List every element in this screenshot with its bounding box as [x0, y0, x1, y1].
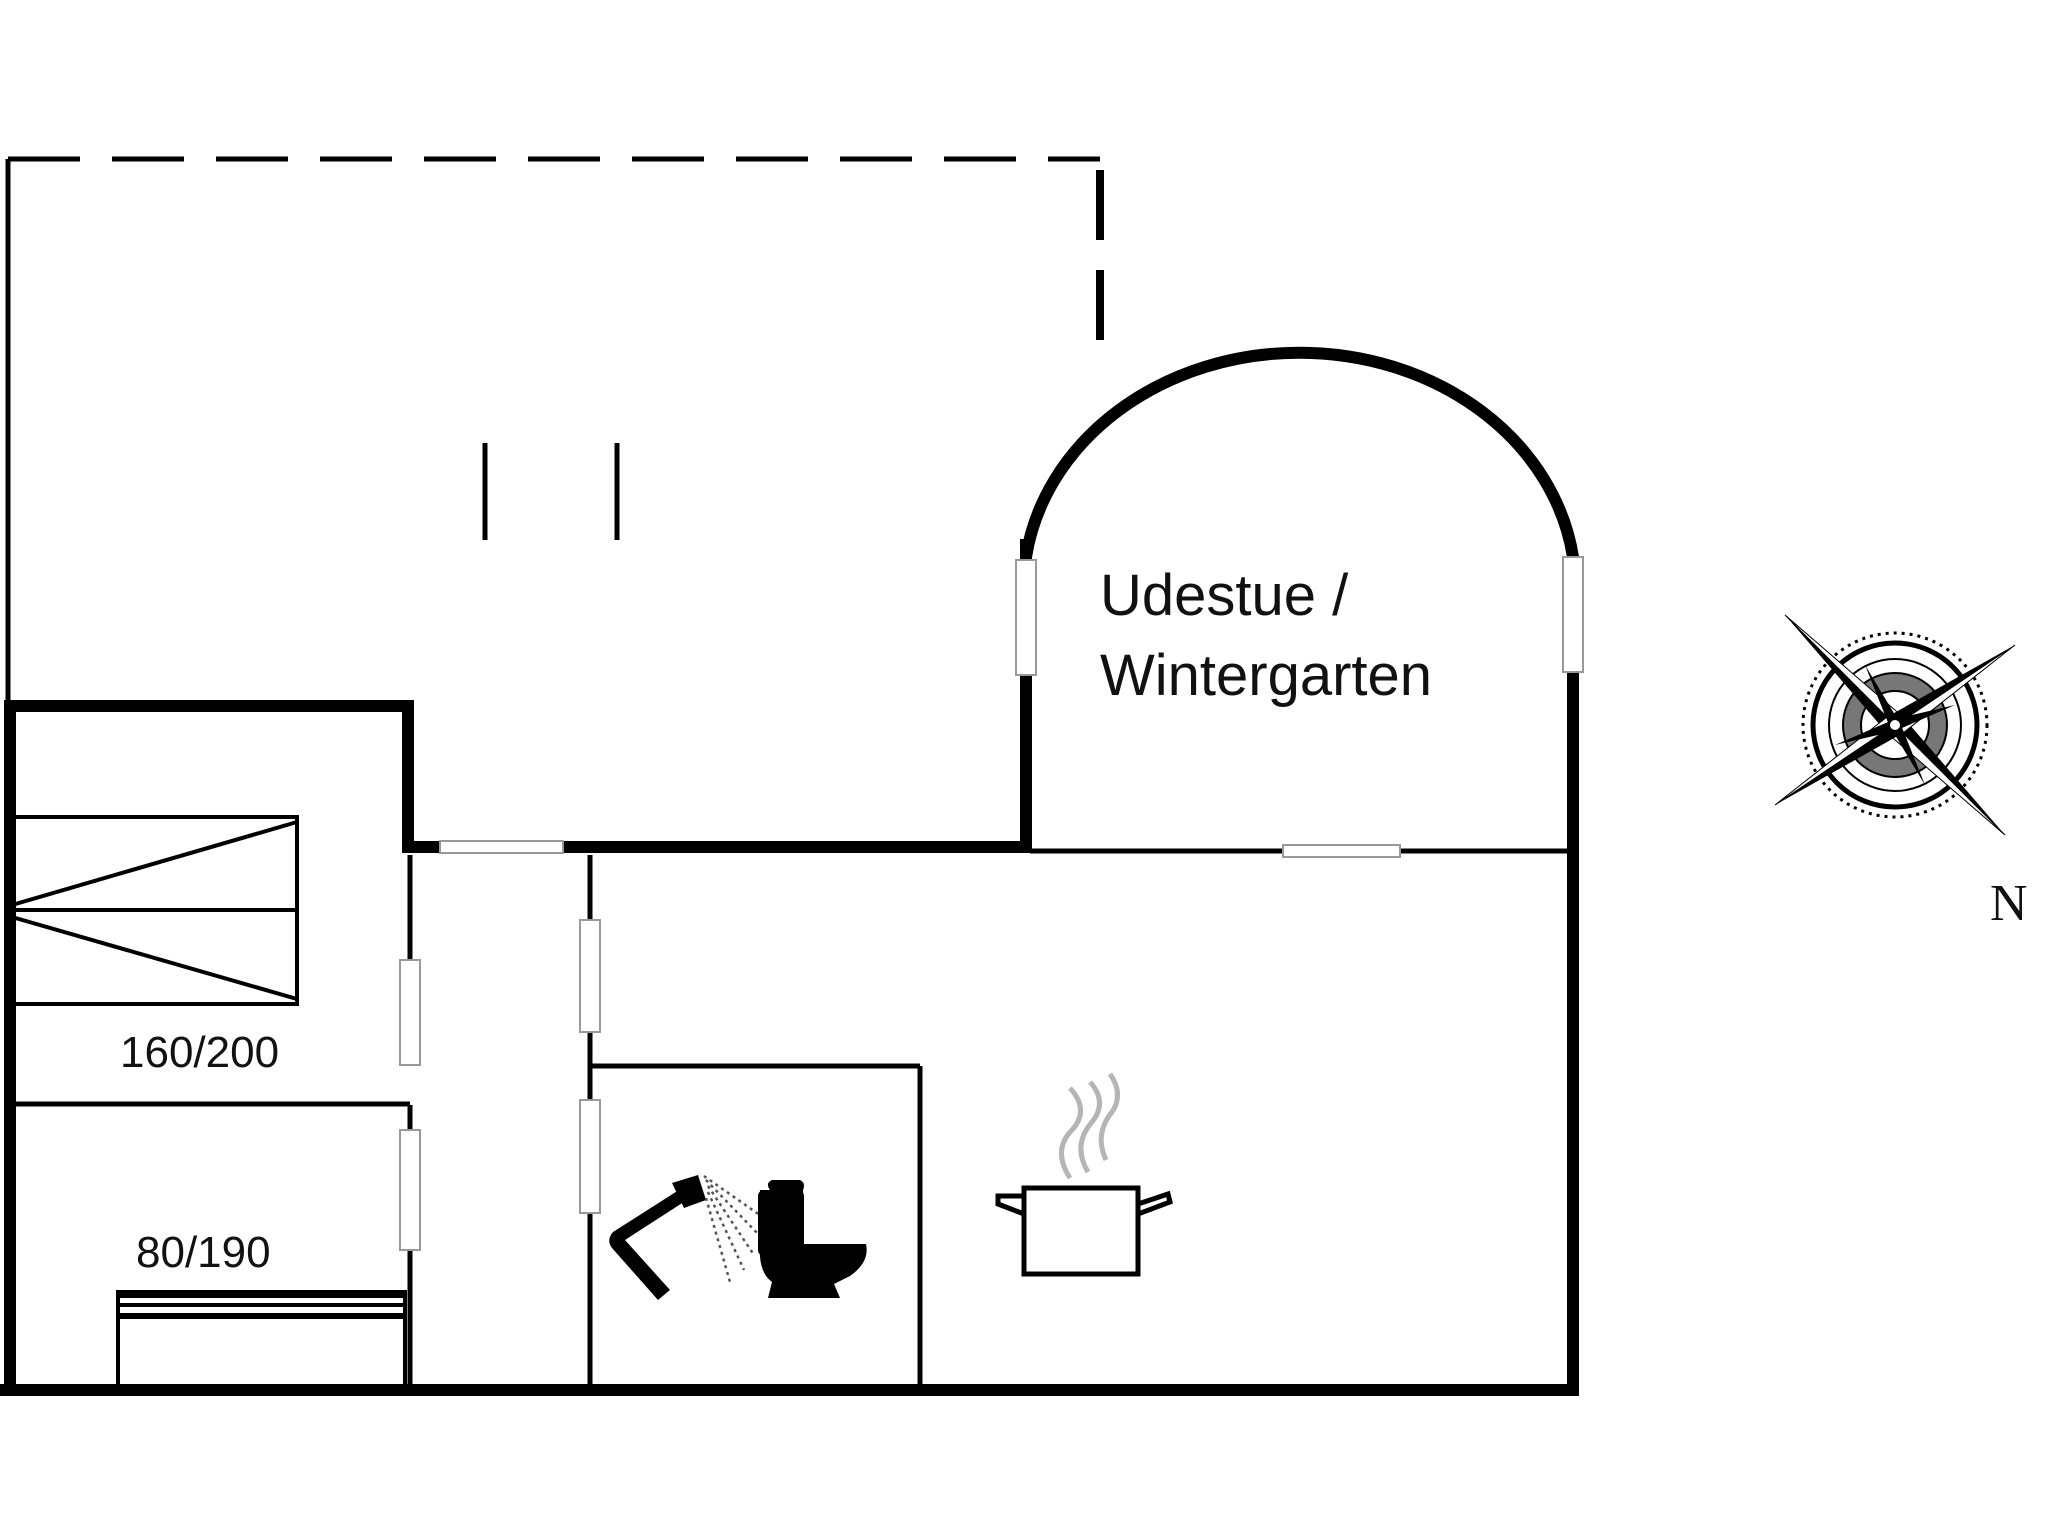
conservatory-arch	[1020, 346, 1579, 558]
conservatory-label-line2: Wintergarten	[1100, 643, 1432, 708]
double-bed	[10, 815, 299, 1006]
shower-icon	[609, 1174, 765, 1300]
interior-walls	[10, 848, 1570, 1388]
terrace-outline	[5, 156, 1104, 700]
compass-rose-icon	[1774, 614, 2016, 836]
conservatory-label-line1: Udestue /	[1100, 563, 1349, 628]
north-label: N	[1990, 875, 2028, 932]
double-bed-size-label: 160/200	[120, 1028, 279, 1077]
single-bed	[116, 1290, 407, 1390]
terrace-markers	[482, 443, 620, 540]
single-bed-size-label: 80/190	[136, 1228, 271, 1277]
openings	[399, 556, 1584, 1251]
cooking-pot-icon	[995, 1072, 1173, 1277]
toilet-icon	[758, 1180, 867, 1298]
